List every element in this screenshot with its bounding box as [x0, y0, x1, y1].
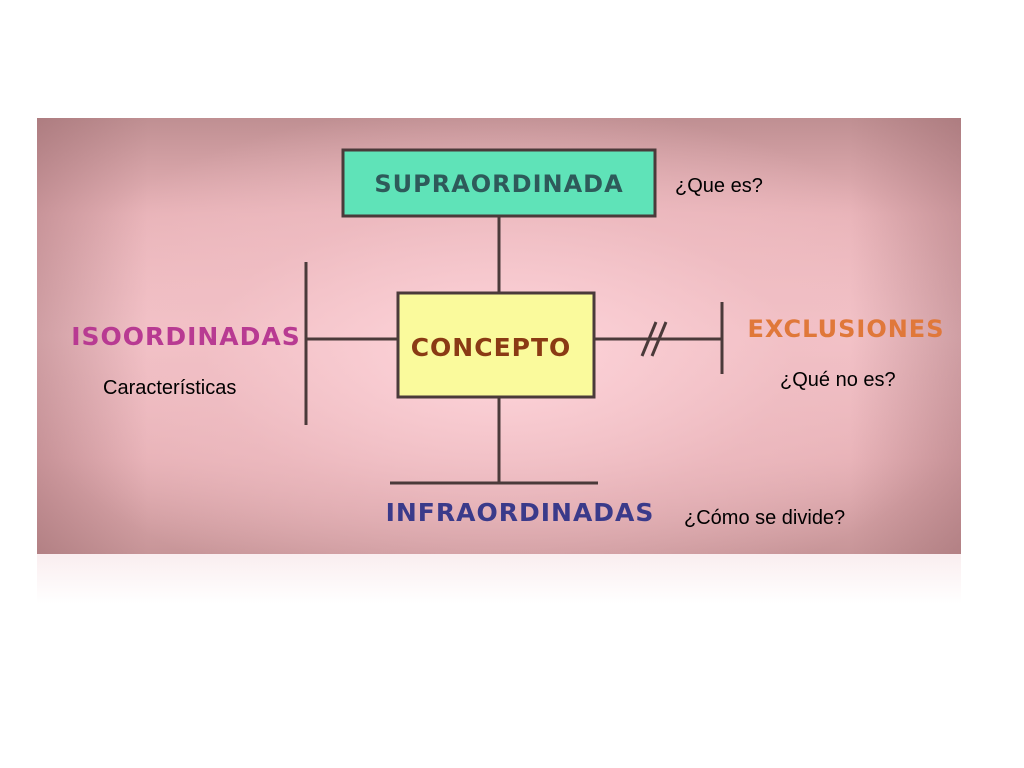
- exclusion-slash-1: [640, 321, 658, 357]
- exclusiones-label: EXCLUSIONES: [748, 315, 945, 343]
- connector-lines: [304, 216, 724, 485]
- exclusion-slash-2: [650, 321, 668, 357]
- supraordinada-label: SUPRAORDINADA: [374, 170, 623, 198]
- concepto-label: CONCEPTO: [411, 333, 572, 362]
- question-caracteristicas: Características: [103, 377, 237, 399]
- supraordinada-box: [341, 148, 657, 218]
- question-que-es: ¿Que es?: [675, 175, 763, 197]
- infraordinadas-label: INFRAORDINADAS: [386, 498, 655, 527]
- question-como-se-divide: ¿Cómo se divide?: [684, 507, 846, 529]
- concepto-box: [396, 291, 596, 399]
- question-que-no-es: ¿Qué no es?: [780, 369, 896, 391]
- isoordinadas-label: ISOORDINADAS: [71, 322, 301, 351]
- panel-reflection: [37, 554, 961, 604]
